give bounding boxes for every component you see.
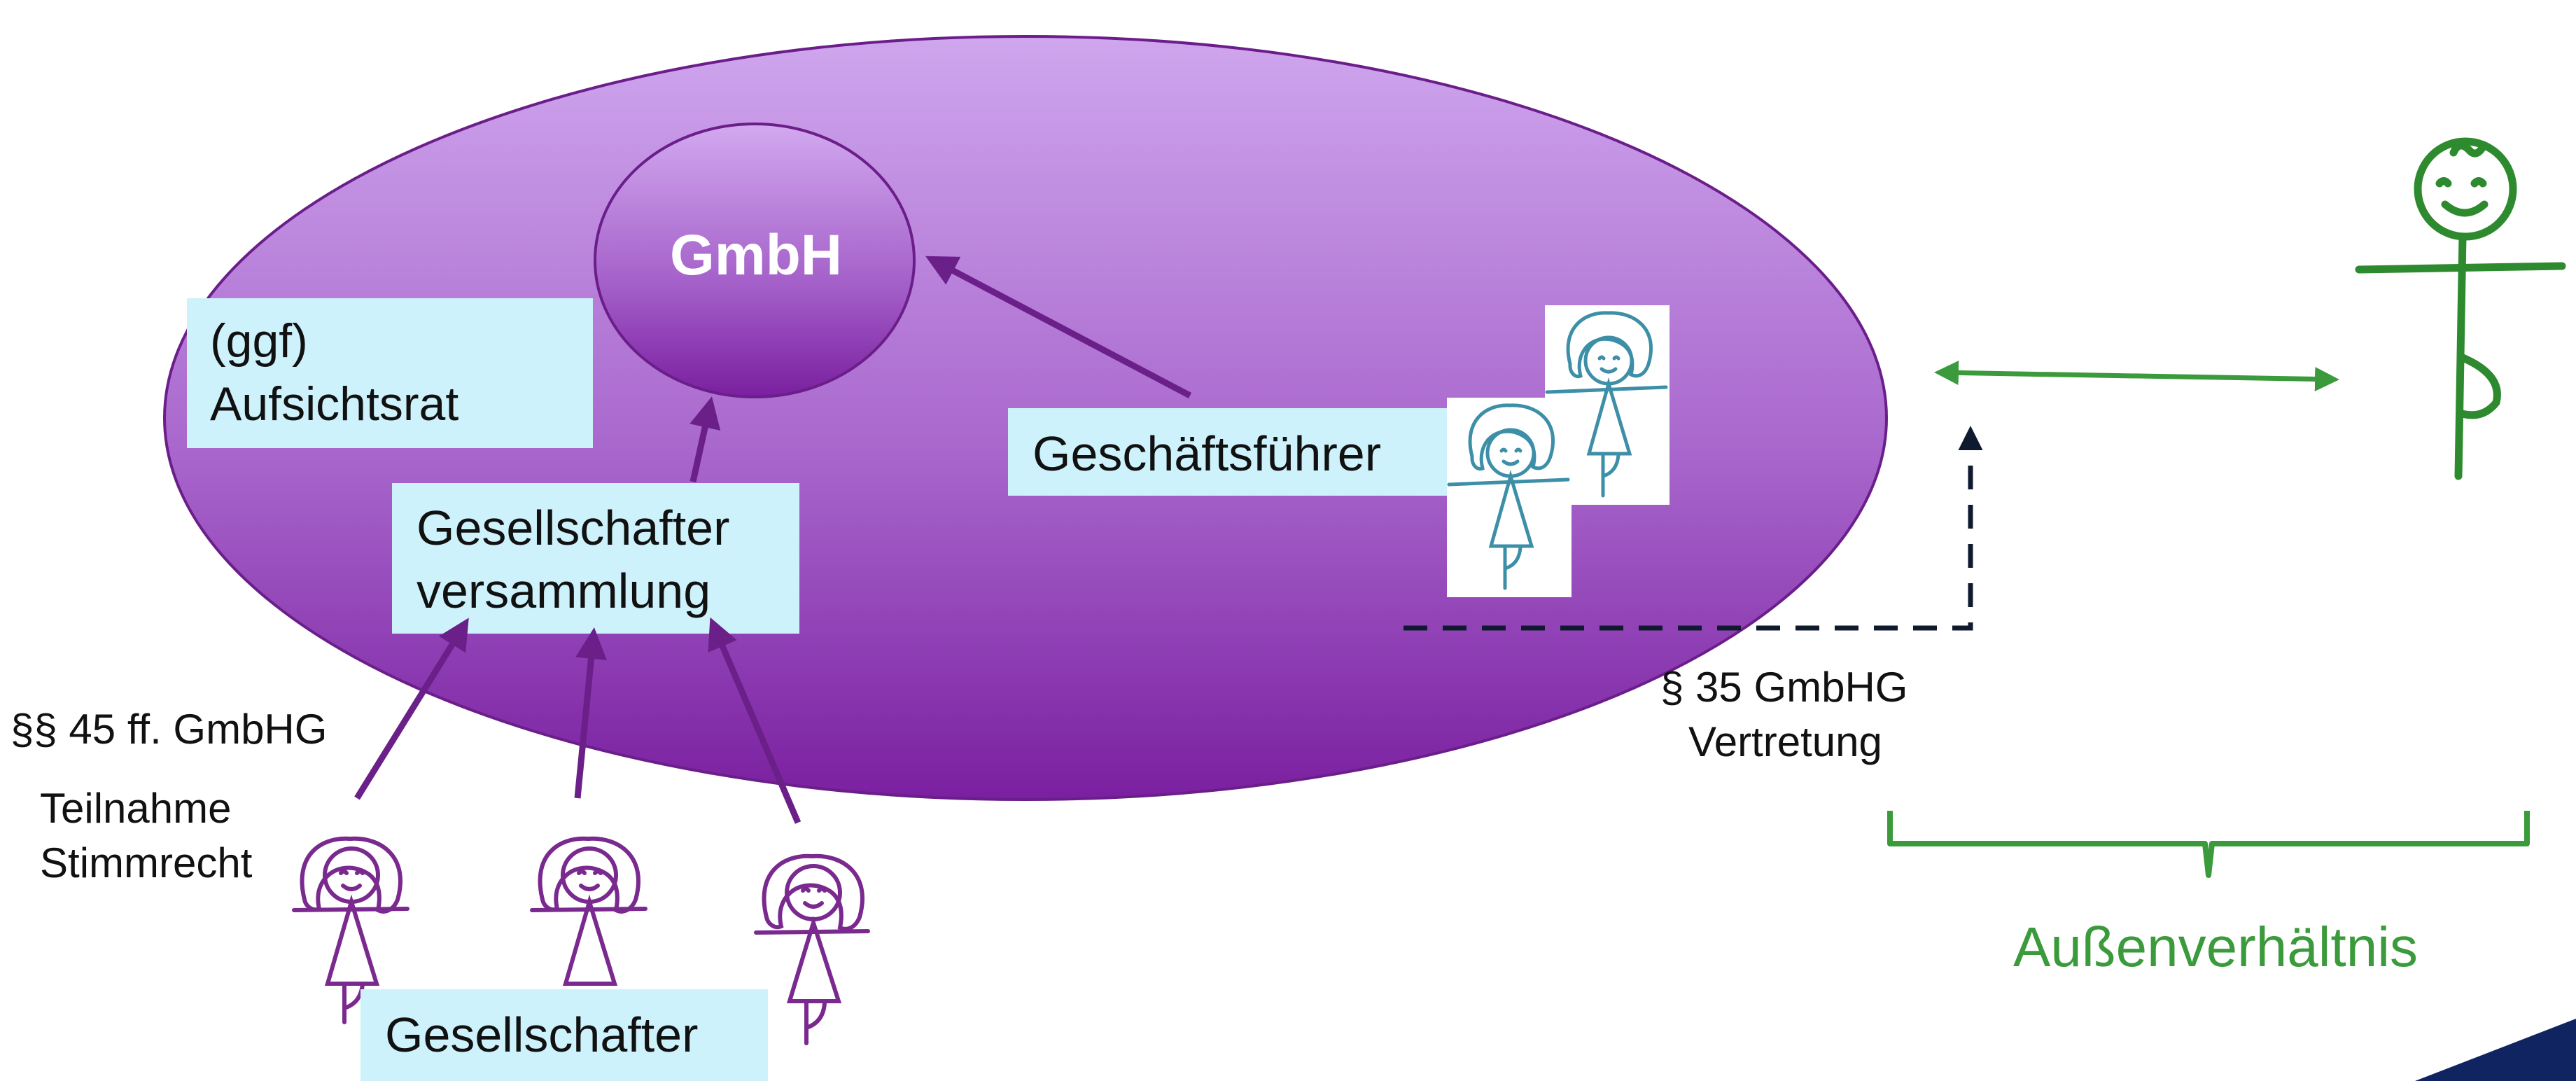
shareholder-figure-2 — [530, 836, 648, 986]
meeting-to-gmbh-arrow — [690, 396, 721, 482]
gmbh-node: GmbH — [594, 123, 916, 398]
shareholders-meeting-line-2: versammlung — [416, 564, 710, 618]
shareholders-box: Gesellschafter — [360, 989, 768, 1081]
shareholders-label: Gesellschafter — [385, 1007, 698, 1062]
external-double-arrow — [1934, 360, 2339, 392]
shareholder-2-arrow — [574, 627, 607, 799]
shareholder-figure-1 — [292, 836, 410, 1024]
representation-label: Vertretung — [1688, 718, 1882, 765]
director-to-gmbh-arrow — [925, 256, 1192, 398]
supervisory-board-box: (ggf) Aufsichtsrat — [187, 298, 593, 448]
supervisory-board-line-1: (ggf) — [210, 314, 308, 368]
shareholder-1-arrow — [354, 618, 469, 800]
shareholders-meeting-box: Gesellschafter versammlung — [392, 483, 799, 634]
gmbh-label: GmbH — [670, 223, 842, 287]
purple-arrows — [354, 256, 1192, 824]
corner-decoration — [2415, 1019, 2576, 1081]
supervisory-board-line-2: Aufsichtsrat — [210, 377, 458, 431]
shareholder-3-arrow — [708, 617, 802, 824]
shareholders-meeting-line-1: Gesellschafter — [416, 501, 729, 555]
representation-law-reference: § 35 GmbHG — [1660, 664, 1907, 711]
shareholder-law-reference: §§ 45 ff. GmbHG — [10, 706, 327, 753]
representation-dashed-arrow — [1404, 426, 1983, 631]
managing-director-label: Geschäftsführer — [1032, 426, 1381, 481]
external-relationship-label: Außenverhältnis — [2013, 916, 2418, 978]
shareholder-figure-3 — [754, 853, 870, 1045]
external-relationship-brace — [1887, 811, 2530, 878]
third-party-stick-figure — [2355, 137, 2566, 480]
shareholder-rights-line-2: Stimmrecht — [40, 839, 253, 886]
managing-director-figure-front — [1447, 398, 1572, 597]
managing-director-box: Geschäftsführer — [1008, 408, 1456, 496]
shareholder-rights-line-1: Teilnahme — [40, 785, 232, 832]
